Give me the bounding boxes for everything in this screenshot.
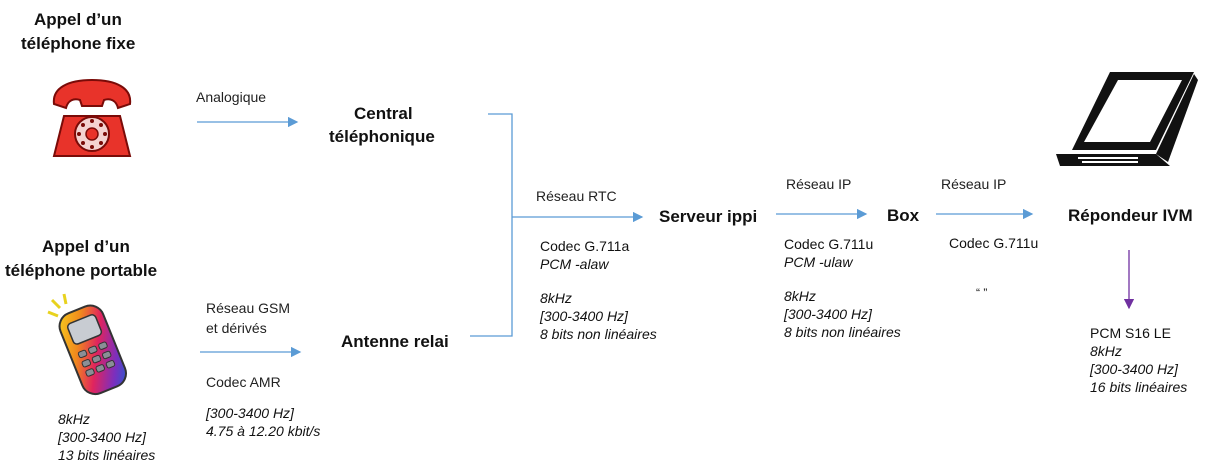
mobile-spec-line1: 8kHz (58, 411, 90, 427)
label-ip-2: Réseau IP (941, 176, 1007, 192)
landline-phone-icon (52, 78, 132, 157)
mobile-spec-block: 8kHz [300-3400 Hz] 13 bits linéaires (58, 410, 155, 464)
codec-g711a-pcm: PCM -alaw (540, 256, 609, 272)
fixed-phone-title-line1: Appel d’un (34, 10, 122, 29)
amr-spec-line1: [300-3400 Hz] (206, 405, 294, 421)
mobile-phone-title-line2: téléphone portable (5, 261, 158, 280)
mobile-phone-title-line1: Appel d’un (42, 237, 130, 256)
node-central-line2: téléphonique (329, 127, 435, 146)
node-central-line1: Central (354, 104, 413, 123)
pcm16-line1: 8kHz (1090, 343, 1122, 359)
codec-g711u-line3: 8 bits non linéaires (784, 324, 901, 340)
codec-g711a-name: Codec G.711a (540, 238, 630, 254)
node-antenna: Antenne relai (341, 332, 449, 351)
pcm16-line3: 16 bits linéaires (1090, 379, 1188, 395)
codec-g711a-block: Codec G.711a PCM -alaw 8kHz [300-3400 Hz… (540, 237, 657, 343)
label-gsm-line1: Réseau GSM (206, 300, 291, 316)
amr-spec-line2: 4.75 à 12.20 kbit/s (206, 423, 321, 439)
label-analog: Analogique (196, 89, 267, 105)
node-box: Box (887, 206, 920, 225)
label-gsm-line2: et dérivés (206, 320, 267, 336)
codec-g711u-pcm: PCM -ulaw (784, 254, 853, 270)
label-ip-1: Réseau IP (786, 176, 852, 192)
node-responder: Répondeur IVM (1068, 206, 1193, 225)
fixed-phone-title-line2: téléphone fixe (21, 34, 136, 53)
box-codec-ditto: “ ” (976, 286, 988, 300)
node-server: Serveur ippi (659, 207, 758, 226)
codec-g711u-block: Codec G.711u PCM -ulaw 8kHz [300-3400 Hz… (784, 235, 901, 341)
pcm16-block: PCM S16 LE 8kHz [300-3400 Hz] 16 bits li… (1090, 324, 1187, 396)
merge-bracket (470, 113, 513, 337)
mobile-spec-line3: 13 bits linéaires (58, 447, 156, 463)
mobile-phone-icon (47, 293, 127, 396)
label-rtc: Réseau RTC (536, 188, 617, 204)
codec-g711a-line3: 8 bits non linéaires (540, 326, 657, 342)
codec-g711u-line1: 8kHz (784, 288, 816, 304)
mobile-spec-line2: [300-3400 Hz] (58, 429, 146, 445)
laptop-icon (1056, 72, 1198, 166)
codec-g711a-line1: 8kHz (540, 290, 572, 306)
codec-g711a-line2: [300-3400 Hz] (540, 308, 628, 324)
codec-g711u-line2: [300-3400 Hz] (784, 306, 872, 322)
pcm16-line2: [300-3400 Hz] (1090, 361, 1178, 377)
amr-codec-label: Codec AMR (206, 374, 281, 390)
box-codec-name: Codec G.711u (949, 235, 1039, 251)
codec-g711u-name: Codec G.711u (784, 236, 874, 252)
pcm16-name: PCM S16 LE (1090, 325, 1171, 341)
